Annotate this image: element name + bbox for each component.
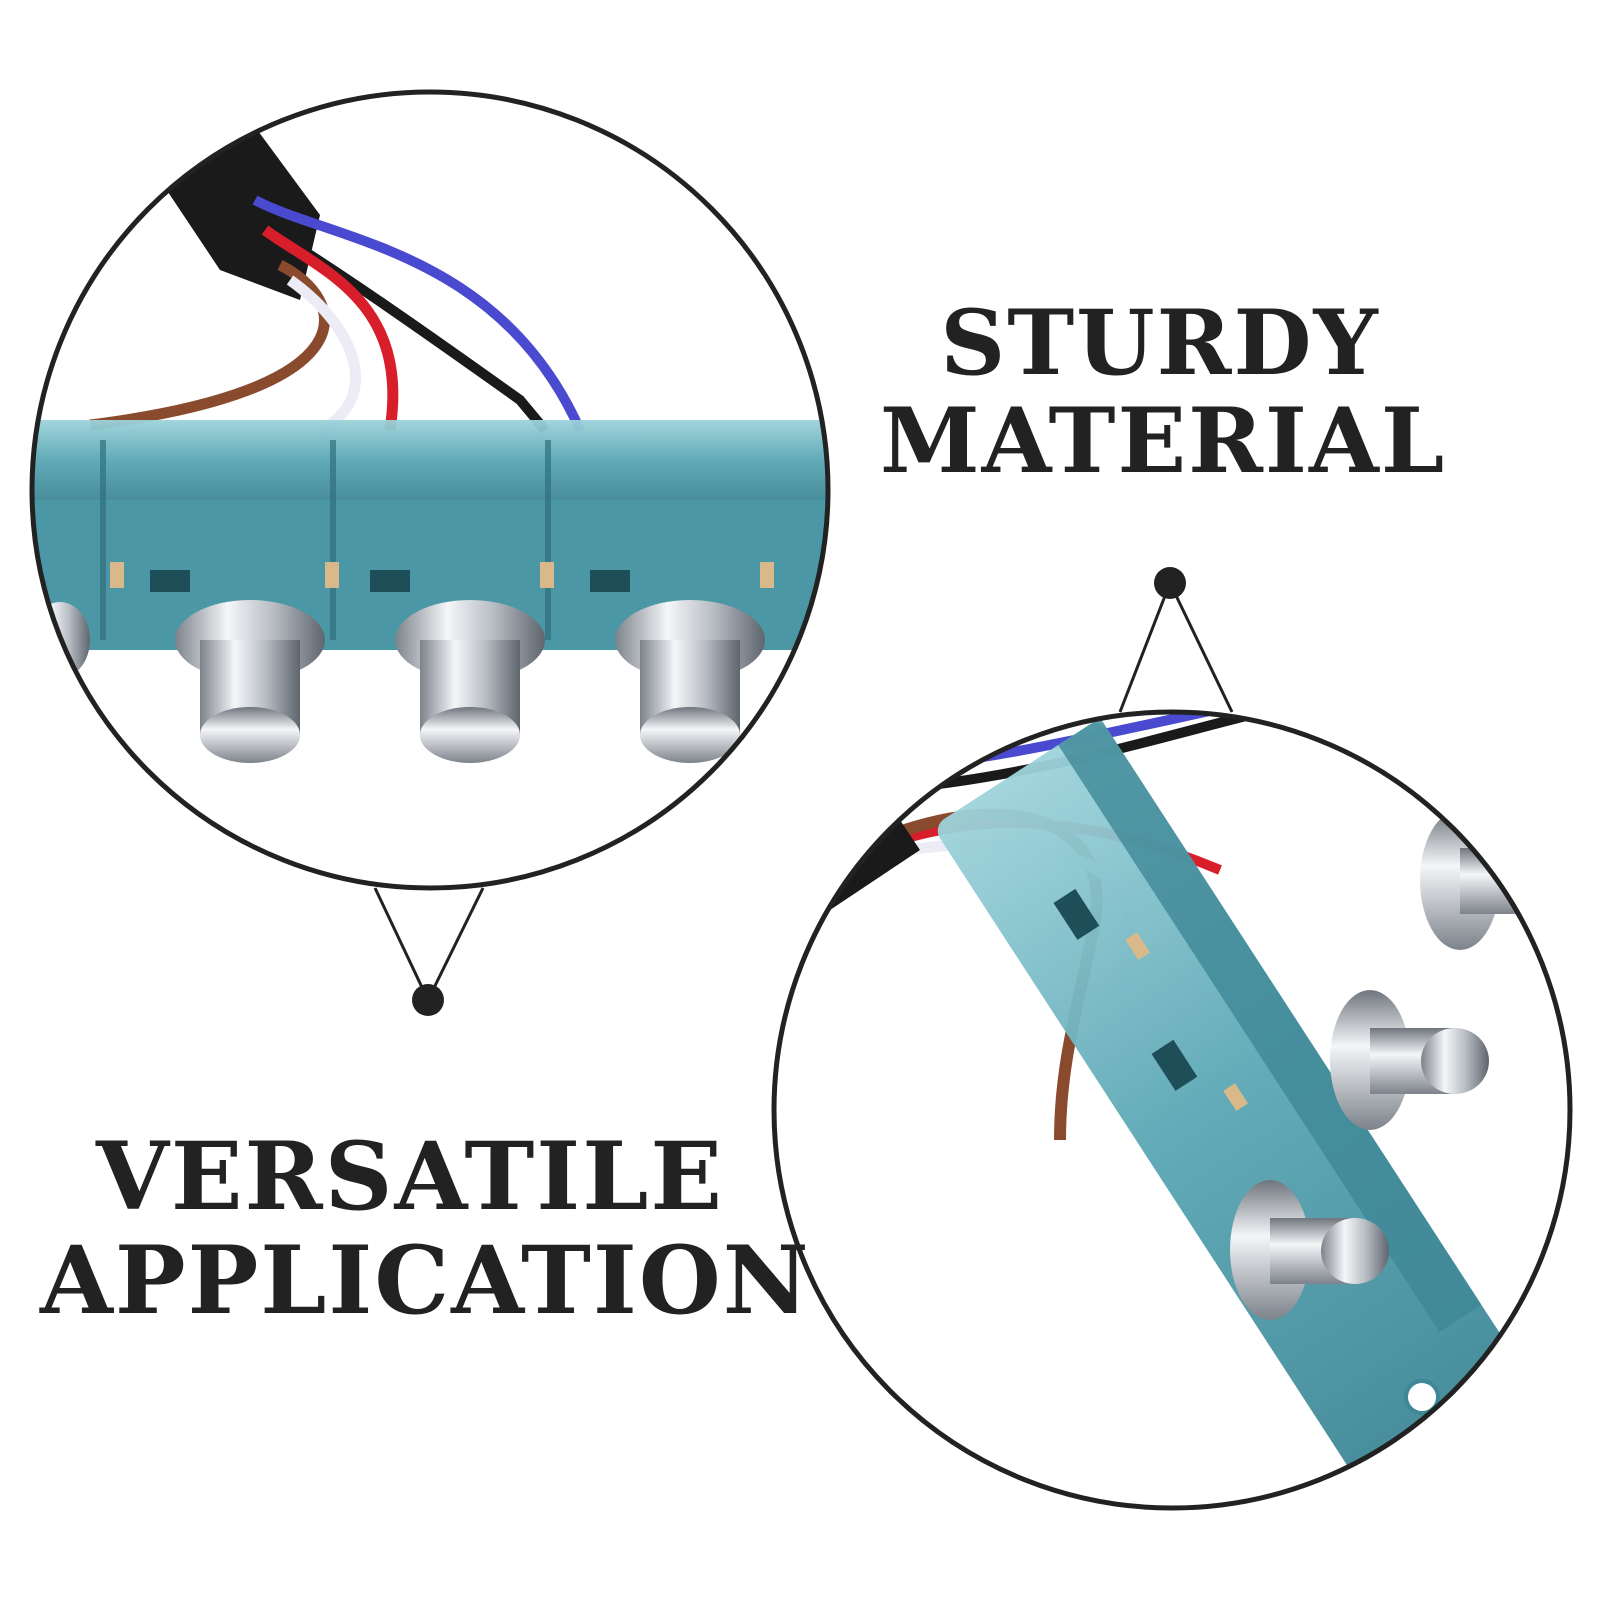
headline-versatile-application: VERSATILE APPLICATION [40,1122,811,1336]
headline-top-line1: STURDY [940,290,1380,396]
switch-closeup-top [29,89,831,1016]
headline-bottom-line1: VERSATILE [95,1122,725,1232]
headline-top-line2: MATERIAL [880,388,1447,494]
headline-bottom-line2: APPLICATION [40,1226,811,1336]
switch-closeup-bottom [771,567,1573,1511]
headline-sturdy-material: STURDY MATERIAL [880,290,1447,494]
